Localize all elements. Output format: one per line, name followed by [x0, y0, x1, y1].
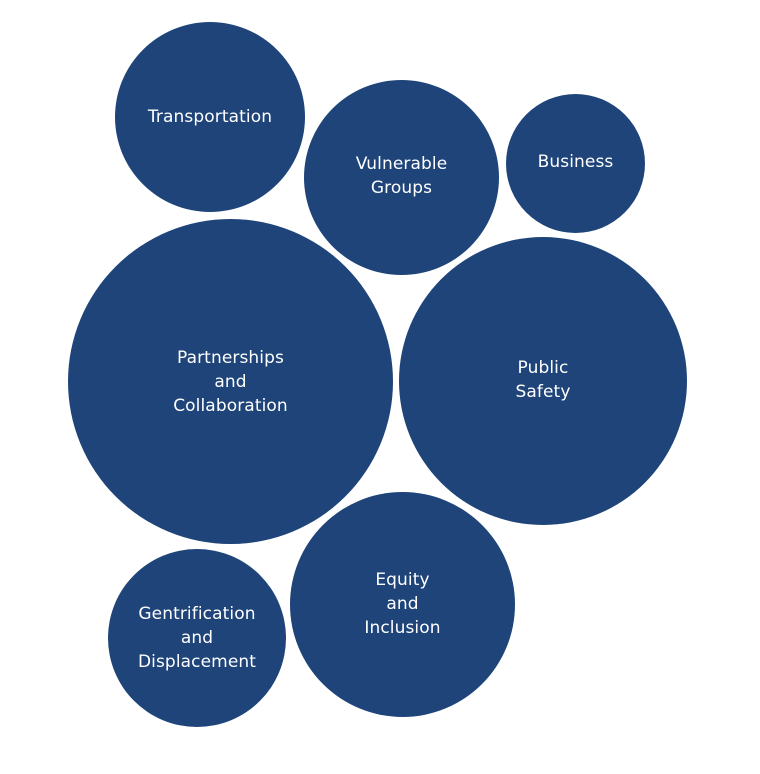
bubble-label-partnerships-and-collaboration: Partnerships and Collaboration — [173, 348, 288, 416]
bubble-public-safety: Public Safety — [399, 237, 687, 525]
bubble-equity-and-inclusion: Equity and Inclusion — [290, 492, 515, 717]
bubble-label-public-safety: Public Safety — [515, 358, 571, 402]
bubble-partnerships-and-collaboration: Partnerships and Collaboration — [68, 219, 393, 544]
bubble-transportation: Transportation — [115, 22, 305, 212]
bubble-business: Business — [506, 94, 645, 233]
bubble-label-business: Business — [537, 151, 614, 172]
bubble-label-transportation: Transportation — [147, 107, 273, 127]
bubble-vulnerable-groups: Vulnerable Groups — [304, 80, 499, 275]
bubble-label-vulnerable-groups: Vulnerable Groups — [355, 154, 448, 198]
bubble-label-gentrification-and-displacement: Gentrification and Displacement — [137, 604, 257, 672]
bubble-gentrification-and-displacement: Gentrification and Displacement — [108, 549, 286, 727]
bubble-label-equity-and-inclusion: Equity and Inclusion — [364, 569, 441, 638]
